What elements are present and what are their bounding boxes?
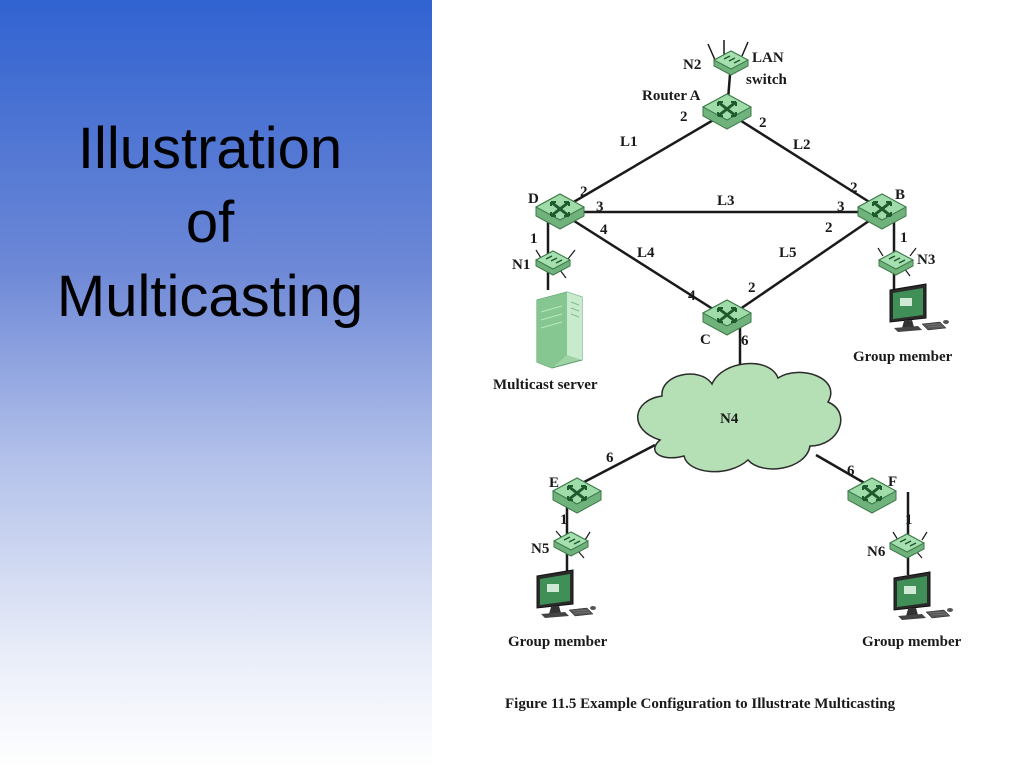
label-router-c: C — [700, 332, 711, 348]
label-group-member-b: Group member — [853, 349, 953, 365]
label-lan: LAN — [752, 50, 784, 66]
port-d-n1: 1 — [530, 231, 538, 247]
slide-title: Illustration of Multicasting — [0, 112, 420, 334]
label-l5: L5 — [779, 245, 797, 261]
port-f-n6: 1 — [905, 512, 913, 528]
port-e-n5: 1 — [560, 512, 568, 528]
label-group-member-e: Group member — [508, 634, 608, 650]
port-a-left: 2 — [680, 109, 688, 125]
label-router-f: F — [888, 474, 897, 490]
switch-n5 — [553, 530, 591, 559]
label-router-d: D — [528, 191, 539, 207]
switch-n1 — [535, 249, 576, 279]
port-d-down: 4 — [600, 222, 608, 238]
multicast-server-icon — [536, 291, 583, 369]
link-l4 — [559, 210, 728, 320]
label-l1: L1 — [620, 134, 638, 150]
label-n3: N3 — [917, 252, 935, 268]
router-e — [551, 476, 603, 515]
switch-n3 — [877, 247, 917, 277]
port-b-down: 2 — [825, 220, 833, 236]
title-line-1: Illustration — [77, 116, 343, 181]
port-b-left: 3 — [837, 199, 845, 215]
link-l2 — [726, 110, 883, 212]
label-n1: N1 — [512, 257, 530, 273]
label-l3: L3 — [717, 193, 735, 209]
label-group-member-f: Group member — [862, 634, 962, 650]
title-line-3: Multicasting — [56, 264, 364, 329]
label-router-b: B — [895, 187, 905, 203]
figure-caption: Figure 11.5 Example Configuration to Ill… — [505, 696, 896, 712]
port-a-right: 2 — [759, 115, 767, 131]
label-multicast-server: Multicast server — [493, 377, 598, 393]
port-c-up: 2 — [748, 280, 756, 296]
port-e-n4: 6 — [606, 450, 614, 466]
lan-switch-n2 — [707, 40, 749, 76]
label-l2: L2 — [793, 137, 811, 153]
label-router-e: E — [549, 475, 559, 491]
title-panel: Illustration of Multicasting — [0, 0, 432, 768]
link-l1 — [559, 110, 728, 212]
label-n6: N6 — [867, 544, 886, 560]
cloud-n4 — [637, 362, 842, 473]
label-router-a: Router A — [642, 88, 701, 104]
port-d-up: 2 — [580, 184, 588, 200]
port-d-right: 3 — [596, 199, 604, 215]
computer-icon-e — [536, 569, 597, 619]
label-n4: N4 — [720, 411, 739, 427]
port-c-left: 4 — [688, 288, 696, 304]
computer-icon-b — [889, 283, 950, 333]
switch-n6 — [889, 531, 928, 559]
label-n5: N5 — [531, 541, 549, 557]
label-n2: N2 — [683, 57, 701, 73]
port-b-up: 2 — [850, 180, 858, 196]
label-switch: switch — [746, 72, 787, 88]
label-l4: L4 — [637, 245, 655, 261]
network-diagram: Router A D B C E F N2 LAN switch N1 N3 N… — [493, 40, 962, 712]
link-l5 — [726, 210, 883, 320]
title-line-2: of — [185, 190, 235, 255]
port-f-n4: 6 — [847, 463, 855, 479]
computer-icon-f — [893, 571, 954, 621]
port-b-n3: 1 — [900, 230, 908, 246]
port-c-n4: 6 — [741, 333, 749, 349]
